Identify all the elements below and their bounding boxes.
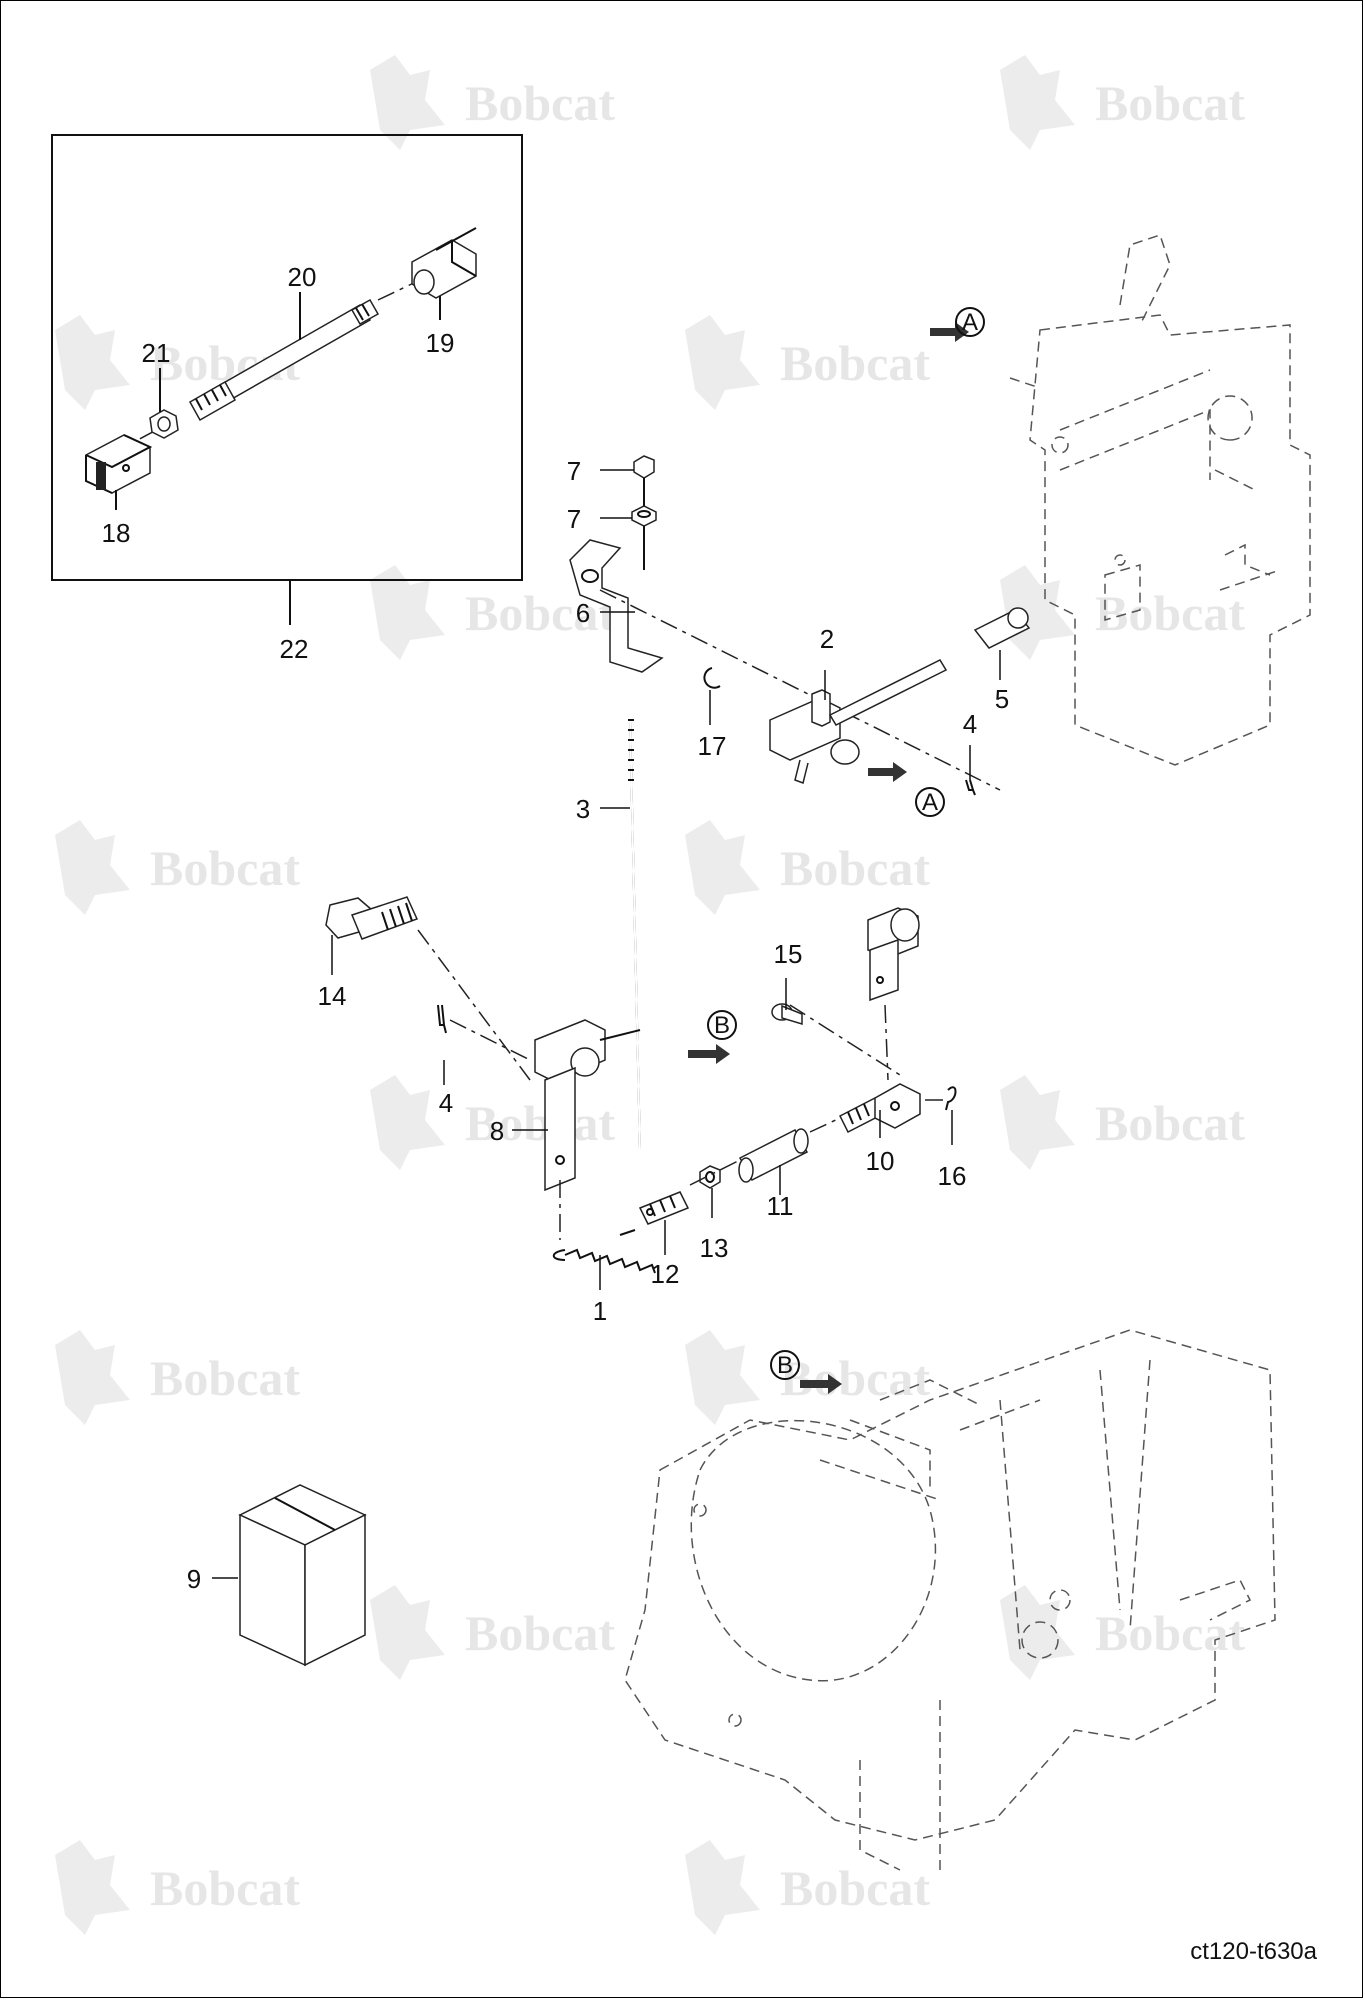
part-16-clip [945, 1086, 957, 1111]
view-arrow-a-top: A [930, 307, 985, 342]
callout-12: 12 [651, 1259, 680, 1289]
part-4-cotter-pin [437, 1004, 447, 1034]
part-3-rod [628, 719, 641, 1151]
view-arrow-a-bottom: A [868, 762, 945, 817]
bobcat-logo-icon [370, 55, 445, 150]
callout-5: 5 [995, 684, 1009, 714]
watermark-text: Bobcat [150, 1350, 300, 1406]
bobcat-logo-icon [55, 820, 130, 915]
part-15-pin [771, 1003, 803, 1026]
bobcat-logo-icon [55, 315, 130, 410]
part-2-lever [769, 689, 860, 784]
callout-3: 3 [576, 794, 590, 824]
inset-assembly [51, 134, 523, 581]
watermark-text: Bobcat [780, 335, 930, 391]
part-5-pin [973, 607, 1031, 649]
part-20-rod [188, 298, 380, 422]
watermark-text: Bobcat [465, 1095, 615, 1151]
watermark-text: Bobcat [780, 840, 930, 896]
callout-15: 15 [774, 939, 803, 969]
bobcat-logo-icon [370, 565, 445, 660]
part-10-clevis [838, 1083, 921, 1134]
bobcat-logo-icon [1000, 1075, 1075, 1170]
watermark-text: Bobcat [150, 840, 300, 896]
part-7-nut-lower [631, 505, 657, 527]
bobcat-logo-icon [55, 1840, 130, 1935]
leader-lines [212, 469, 1001, 1579]
callout-17: 17 [698, 731, 727, 761]
marker-a: A [922, 789, 938, 816]
part-7-nut-upper [633, 455, 655, 479]
lever-arm [867, 907, 920, 1002]
part-9-box [238, 1484, 367, 1667]
callout-4: 4 [963, 709, 977, 739]
bobcat-logo-icon [1000, 1585, 1075, 1680]
callout-18: 18 [102, 518, 131, 548]
bobcat-logo-icon [1000, 565, 1075, 660]
callout-7: 7 [567, 456, 581, 486]
callout-10: 10 [866, 1146, 895, 1176]
callout-21: 21 [142, 338, 171, 368]
part-1-spring [552, 1229, 656, 1274]
watermark-logo-icons [55, 55, 1075, 1935]
bobcat-logo-icon [685, 1330, 760, 1425]
drawing-reference-code: ct120-t630a [1190, 1938, 1317, 1965]
callout-4: 4 [439, 1088, 453, 1118]
marker-b: B [714, 1012, 730, 1039]
watermark-text: Bobcat [780, 1860, 930, 1916]
callout-16: 16 [938, 1161, 967, 1191]
view-arrow-b-bottom: B [770, 1350, 842, 1394]
part-4-cotter-pin [965, 779, 976, 796]
watermark-text: Bobcat [1095, 75, 1245, 131]
callout-6: 6 [576, 598, 590, 628]
callout-9: 9 [187, 1564, 201, 1594]
part-17-clip [703, 667, 721, 689]
part-11-sleeve [738, 1128, 809, 1183]
bobcat-logo-icon [685, 1840, 760, 1935]
bobcat-logo-icon [685, 820, 760, 915]
watermark-text: Bobcat [1095, 1095, 1245, 1151]
part-13-nut [699, 1165, 721, 1189]
bobcat-logo-icon [370, 1075, 445, 1170]
callout-22: 22 [280, 634, 309, 664]
callout-8: 8 [490, 1116, 504, 1146]
callout-19: 19 [426, 328, 455, 358]
watermark-text: Bobcat [780, 1350, 930, 1406]
centerline [599, 589, 1001, 791]
part-18-clevis [85, 434, 153, 494]
callout-20: 20 [288, 262, 317, 292]
callout-2: 2 [820, 624, 834, 654]
bobcat-logo-icon [1000, 55, 1075, 150]
shaft [828, 659, 948, 726]
bobcat-logo-icon [370, 1585, 445, 1680]
part-19-clevis [411, 227, 477, 299]
transmission-housing-ghost [624, 1329, 1276, 1871]
upper-frame-ghost [1029, 234, 1311, 766]
callout-1: 1 [593, 1296, 607, 1326]
callout-13: 13 [700, 1233, 729, 1263]
part-12-turnbuckle [638, 1191, 690, 1225]
inset-frame [51, 134, 523, 581]
view-arrow-b-top: B [688, 1010, 737, 1064]
watermark-layer: Bobcat Bobcat Bobcat Bobcat Bobcat Bobca… [55, 55, 1245, 1935]
callout-14: 14 [318, 981, 347, 1011]
bobcat-logo-icon [685, 315, 760, 410]
part-8-lever [534, 1019, 641, 1192]
watermark-text: Bobcat [1095, 585, 1245, 641]
callout-labels: 1 2 3 4 4 5 6 7 7 8 9 10 11 12 13 14 15 … [102, 262, 1010, 1594]
bobcat-logo-icon [55, 1330, 130, 1425]
marker-b: B [777, 1352, 793, 1379]
marker-a: A [962, 309, 978, 336]
watermark-text: Bobcat [465, 75, 615, 131]
watermark-text: Bobcat [465, 1605, 615, 1661]
part-21-nut [149, 409, 179, 439]
callout-11: 11 [767, 1191, 794, 1221]
part-6-bracket [569, 539, 664, 673]
callout-7: 7 [567, 504, 581, 534]
watermark: Bobcat Bobcat Bobcat Bobcat Bobcat Bobca… [150, 75, 1245, 1916]
part-14-bolt [325, 896, 419, 940]
watermark-text: Bobcat [150, 1860, 300, 1916]
